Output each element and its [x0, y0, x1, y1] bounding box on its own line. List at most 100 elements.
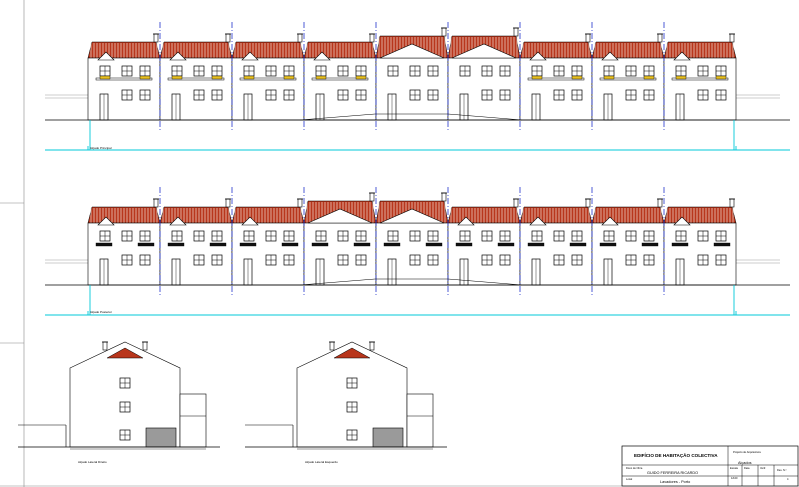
upper-window: [531, 65, 543, 77]
gable-dormer: [601, 216, 619, 226]
upper-window: [553, 65, 565, 77]
upper-window: [171, 230, 183, 242]
entrance-door: [531, 93, 541, 121]
tb-location: Lavadores - Porto: [660, 480, 691, 484]
flower-box: [99, 75, 111, 80]
chimney: [585, 198, 591, 208]
balcony-railing: [671, 242, 689, 247]
chimney-body: [297, 33, 303, 43]
chimney: [513, 198, 519, 208]
upper-window: [553, 230, 565, 242]
upper-window: [427, 230, 439, 242]
upper-window: [481, 65, 493, 77]
gable-roof: [333, 347, 371, 359]
tb-owner-label: Dono de Obra: [626, 467, 643, 470]
roof-segment: [231, 206, 305, 224]
balcony-railing: [569, 242, 587, 247]
tb-number-label: Des. N.º: [777, 469, 787, 472]
upper-window: [211, 65, 223, 77]
lower-window: [697, 254, 709, 266]
roof-segment: [303, 41, 377, 59]
balcony-slab: [599, 77, 657, 81]
chimney: [441, 27, 447, 37]
flower-box: [211, 75, 223, 80]
caption-principal-elevation: Alçado Principal: [90, 146, 112, 150]
roof-segment: [591, 41, 665, 59]
lower-window: [625, 254, 637, 266]
lower-window: [355, 254, 367, 266]
flower-box: [315, 75, 327, 80]
chimney-body: [585, 198, 591, 208]
lower-window: [121, 254, 133, 266]
upper-window: [99, 230, 111, 242]
lower-window: [193, 89, 205, 101]
balcony-slab: [671, 77, 729, 81]
lower-window: [643, 254, 655, 266]
tb-drawing-label: Alçados: [738, 461, 752, 465]
balcony-railing: [455, 242, 473, 247]
tb-project-title: EDIFÍCIO DE HABITAÇÃO COLECTIVA: [634, 453, 718, 458]
upper-window: [625, 65, 637, 77]
lateral-elevation-right-side: [18, 341, 220, 450]
lower-window: [481, 254, 493, 266]
entrance-door: [243, 93, 253, 121]
chimney: [329, 341, 335, 351]
balcony-railing: [137, 242, 155, 247]
chimney: [441, 192, 447, 202]
upper-window: [715, 230, 727, 242]
gable-dormer: [529, 51, 547, 61]
chimney: [225, 33, 231, 43]
flower-box: [531, 75, 543, 80]
lower-window: [139, 254, 151, 266]
flower-box: [283, 75, 295, 80]
chimney: [369, 341, 375, 351]
upper-window: [697, 65, 709, 77]
central-gable: [451, 43, 517, 59]
upper-window: [603, 230, 615, 242]
roof-segment: [159, 206, 233, 224]
lower-window: [337, 89, 349, 101]
balcony-railing: [353, 242, 371, 247]
balcony-slab: [167, 77, 225, 81]
balcony-railing: [281, 242, 299, 247]
lateral-window: [346, 377, 358, 389]
central-gable: [379, 208, 445, 224]
upper-window: [315, 65, 327, 77]
tb-date-label: Data: [744, 467, 750, 470]
chimney-body: [657, 33, 663, 43]
upper-window: [121, 65, 133, 77]
gable-dormer: [97, 216, 115, 226]
principal-elevation: [45, 22, 790, 151]
roof-segment: [519, 206, 593, 224]
balcony-railing: [95, 242, 113, 247]
entrance-door: [675, 93, 685, 121]
chimney: [657, 33, 663, 43]
lower-window: [265, 254, 277, 266]
balcony-railing: [209, 242, 227, 247]
upper-window: [643, 230, 655, 242]
entrance-door: [675, 258, 685, 286]
gable-dormer: [673, 216, 691, 226]
tb-owner-name: GUIDO FERREIRA RICARDO: [647, 471, 699, 475]
upper-window: [387, 230, 399, 242]
title-block-frame: [621, 445, 799, 487]
upper-window: [643, 65, 655, 77]
upper-window: [571, 230, 583, 242]
entrance-door: [99, 258, 109, 286]
lower-window: [715, 89, 727, 101]
chimney-body: [153, 33, 159, 43]
title-block: [621, 445, 799, 487]
tb-scale: 1/100: [731, 477, 738, 480]
entrance-door: [387, 258, 397, 286]
upper-window: [265, 230, 277, 242]
upper-window: [243, 230, 255, 242]
balcony-railing: [425, 242, 443, 247]
chimney: [142, 341, 148, 351]
lower-window: [211, 254, 223, 266]
entrance-door: [171, 258, 181, 286]
balcony-railing: [599, 242, 617, 247]
caption-posterior-elevation: Alçado Posterior: [90, 310, 113, 314]
upper-window: [603, 65, 615, 77]
gable-dormer: [97, 51, 115, 61]
entrance-door: [531, 258, 541, 286]
